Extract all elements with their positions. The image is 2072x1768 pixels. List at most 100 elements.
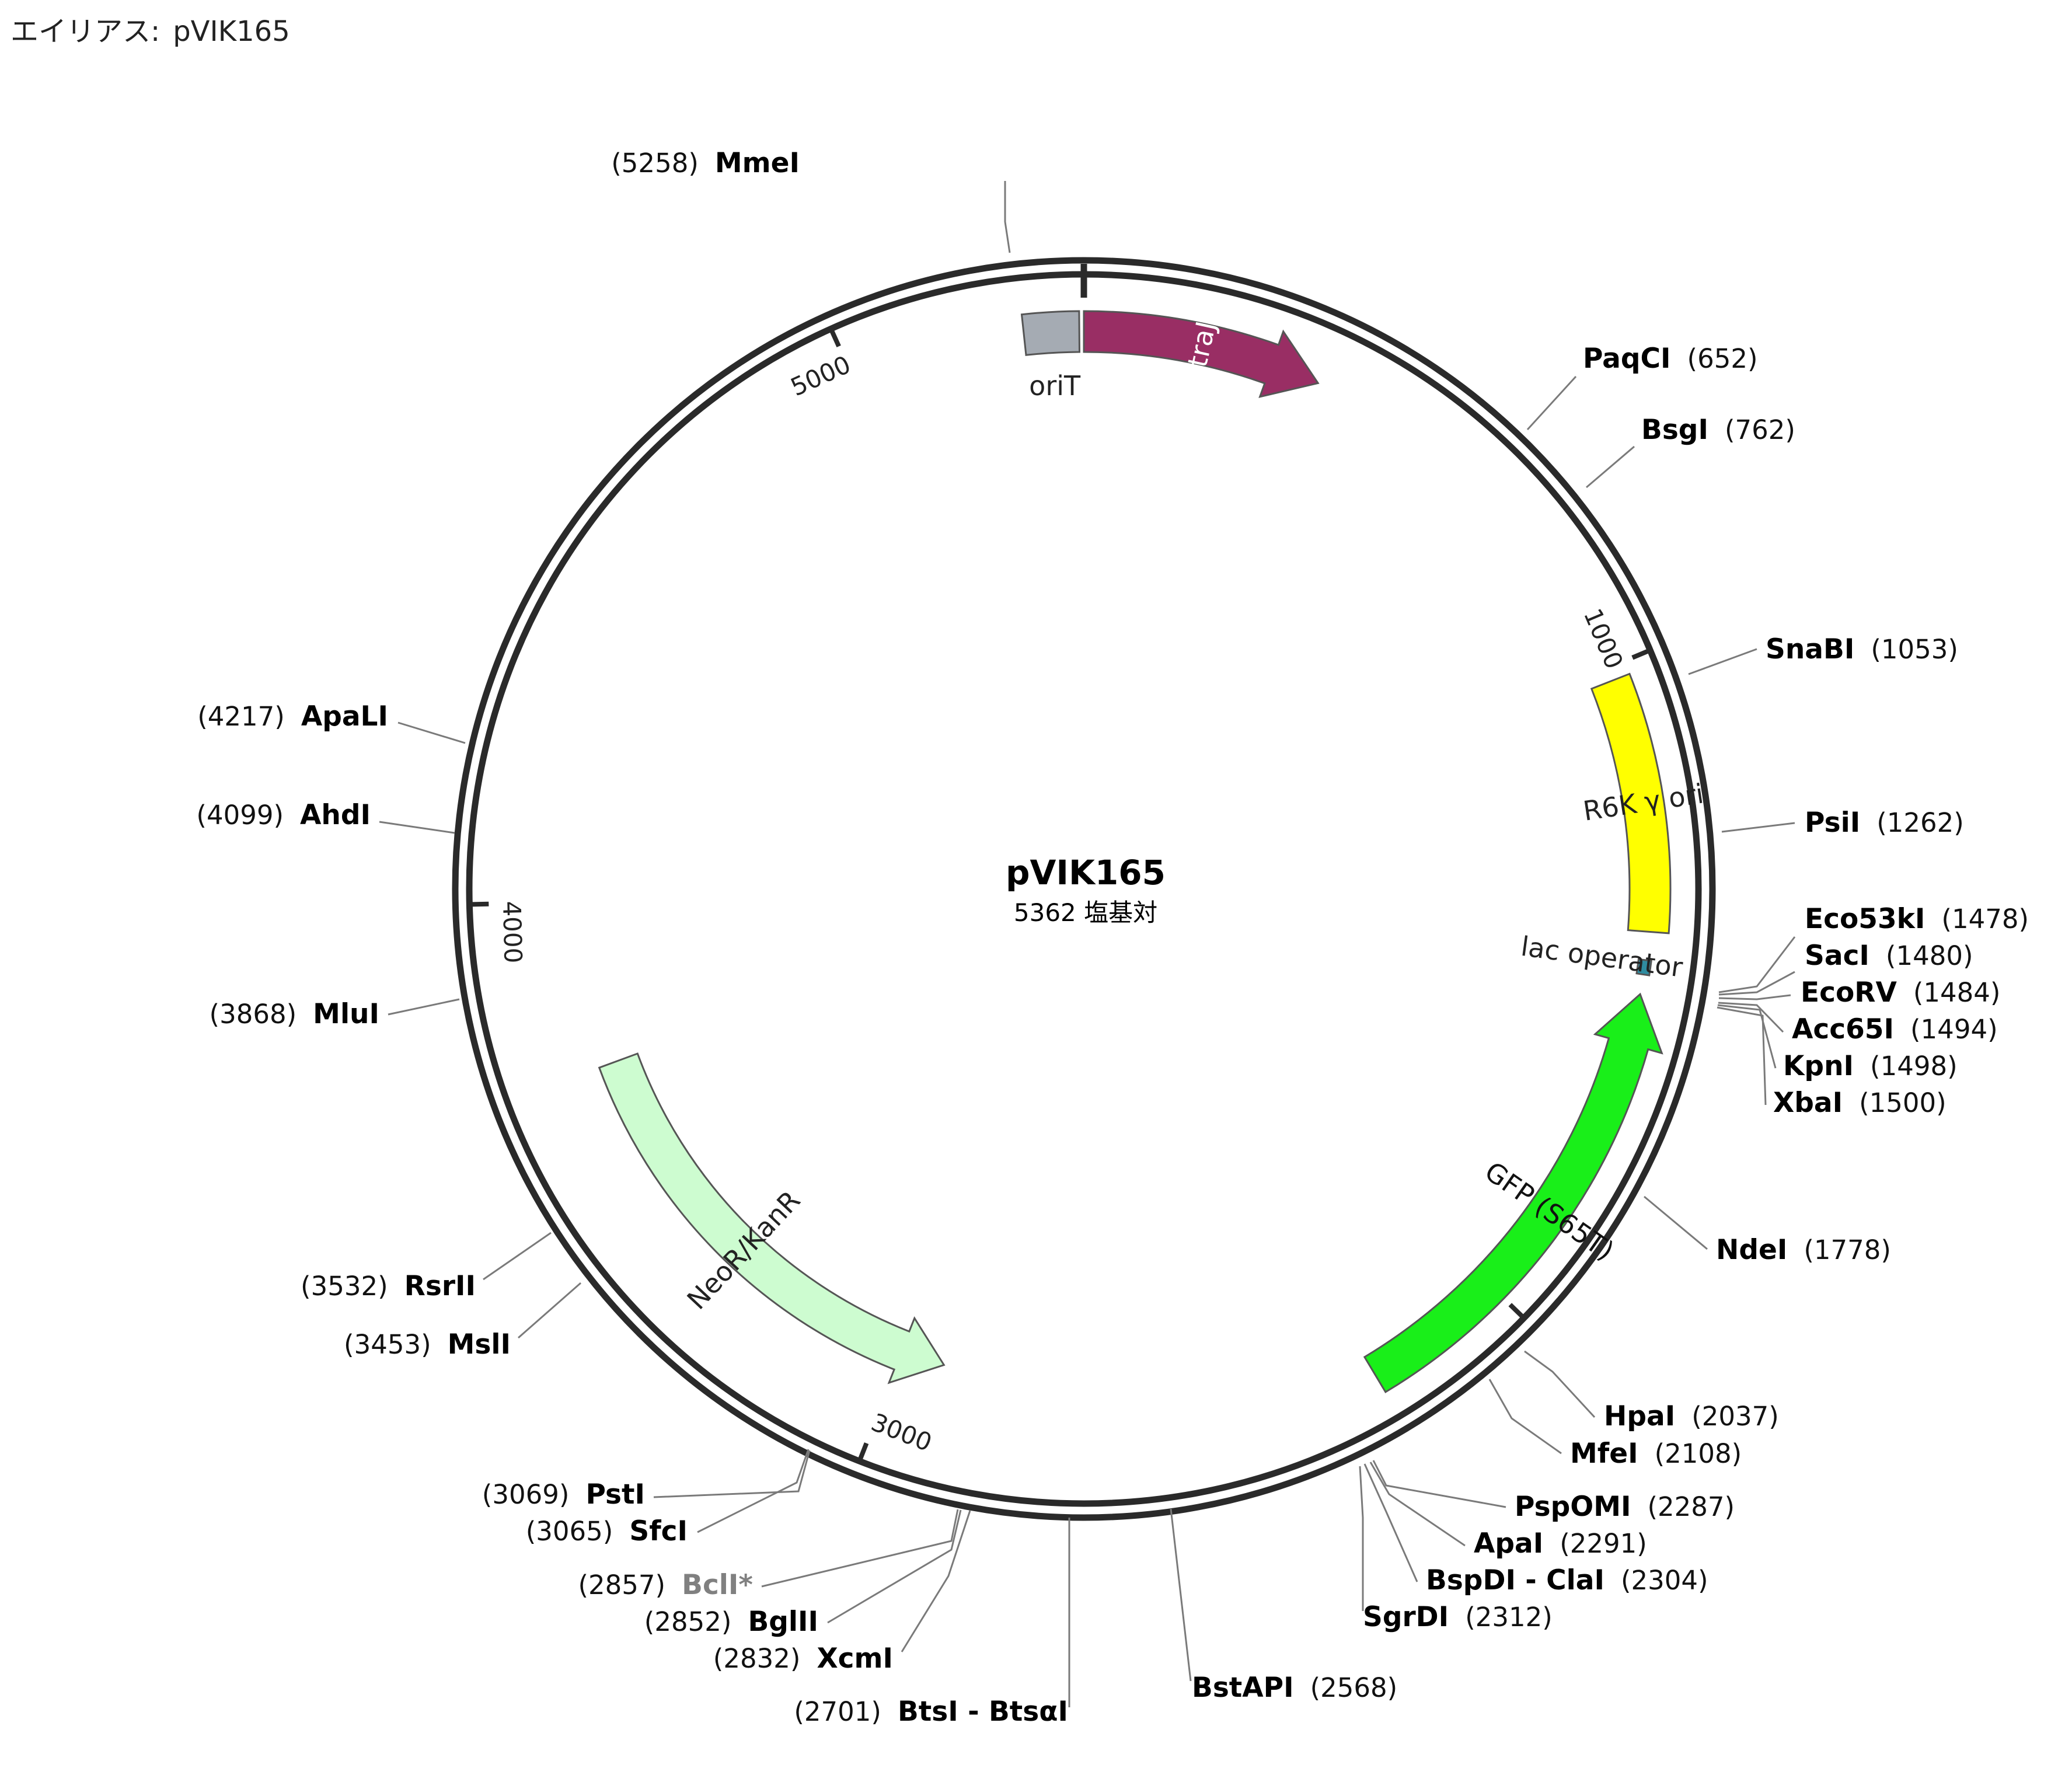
enzyme-position: (2312) [1465, 1602, 1553, 1633]
enzyme-position: (3069) [482, 1479, 570, 1510]
enzyme-position: (762) [1725, 414, 1795, 445]
tick-label: 4000 [497, 901, 528, 964]
enzyme-name: BspDI - ClaI [1426, 1564, 1604, 1596]
enzyme-position: (3453) [344, 1329, 431, 1360]
leader-line-sgrdi [1359, 1466, 1364, 1611]
enzyme-name: SfcI [629, 1515, 688, 1547]
leader-line-kpni [1717, 1004, 1777, 1069]
feature-neor-kanr [598, 1052, 946, 1385]
leader-line-acc65i [1718, 1002, 1784, 1033]
enzyme-site-bsgi: BsgI (762) [1641, 414, 1795, 446]
enzyme-name: SnaBI [1766, 633, 1854, 665]
enzyme-name: Eco53kI [1805, 903, 1925, 935]
leader-line-saci [1718, 971, 1795, 996]
enzyme-name: BsgI [1641, 414, 1708, 446]
enzyme-name: SacI [1805, 940, 1869, 972]
enzyme-position: (1778) [1804, 1235, 1891, 1265]
enzyme-name: XbaI [1773, 1087, 1843, 1119]
enzyme-position: (1494) [1910, 1014, 1998, 1045]
enzyme-site-bglii: (2852)BglII [644, 1606, 818, 1638]
enzyme-site-bstapi: BstAPI(2568) [1192, 1672, 1397, 1704]
leader-line-msli [518, 1282, 581, 1339]
feature-label-lac-operator: lac operator [1519, 930, 1685, 984]
enzyme-name: Acc65I [1792, 1013, 1894, 1045]
enzyme-site-btsi-bts-i: (2701)BtsI - BtsαI [794, 1696, 1068, 1728]
leader-line-rsrii [483, 1232, 552, 1281]
enzyme-site-rsrii: (3532)RsrII [301, 1270, 476, 1302]
tick-mark [1508, 1303, 1526, 1320]
enzyme-site-ahdi: (4099) AhdI [196, 799, 371, 831]
leader-line-apali [397, 721, 466, 744]
enzyme-site-psii: PsiI(1262) [1805, 807, 1964, 839]
enzyme-position: (1478) [1941, 904, 2029, 934]
enzyme-name: MfeI [1570, 1438, 1638, 1470]
leader-line-bcli [761, 1509, 959, 1588]
enzyme-position: (3532) [301, 1271, 388, 1302]
leader-line-xcmi [901, 1510, 971, 1652]
enzyme-position: (2857) [578, 1570, 665, 1600]
enzyme-site-acc65i: Acc65I (1494) [1792, 1013, 1998, 1045]
enzyme-site-paqci: PaqCI(652) [1583, 343, 1758, 375]
leader-line-sfci [697, 1449, 810, 1533]
enzyme-name: AhdI [300, 799, 371, 831]
enzyme-position: (2304) [1621, 1565, 1708, 1596]
enzyme-position: (2037) [1691, 1401, 1779, 1432]
tick-mark [857, 1442, 869, 1462]
enzyme-position: (4099) [196, 800, 284, 831]
enzyme-name: PsiI [1805, 807, 1860, 839]
feature-orit [1020, 310, 1081, 356]
leader-line-bsgi [1586, 445, 1635, 489]
tick-label: 1000 [1578, 604, 1629, 673]
enzyme-site-pspomi: PspOMI(2287) [1515, 1491, 1735, 1523]
enzyme-name: BclI* [682, 1569, 753, 1601]
leader-line-bstapi [1170, 1508, 1192, 1682]
enzyme-site-hpai: HpaI(2037) [1604, 1400, 1779, 1432]
enzyme-name: EcoRV [1801, 977, 1897, 1009]
alias-text: エイリアス:pVIK165 [11, 15, 290, 48]
enzyme-name: MslI [448, 1328, 511, 1361]
leader-line-ecorv [1718, 994, 1791, 1000]
leader-line-pspomi [1372, 1460, 1506, 1508]
enzyme-site-apali: (4217) ApaLI [197, 700, 388, 733]
enzyme-position: (1498) [1870, 1051, 1958, 1082]
leader-line-xbai [1717, 1006, 1767, 1106]
enzyme-site-ndei: NdeI(1778) [1716, 1234, 1891, 1266]
enzyme-name: PstI [585, 1478, 645, 1511]
feature-lac-operator [1635, 958, 1652, 977]
leader-line-bglii [827, 1509, 962, 1624]
enzyme-position: (2832) [713, 1643, 801, 1674]
plasmid-size: 5362 塩基対 [1014, 898, 1157, 927]
leader-line-ahdi [379, 821, 455, 834]
enzyme-name: XcmI [817, 1643, 893, 1675]
enzyme-site-snabi: SnaBI(1053) [1766, 633, 1958, 665]
enzyme-position: (4217) [197, 701, 285, 732]
enzyme-position: (3868) [210, 999, 297, 1030]
leader-line-mmei [1004, 181, 1011, 253]
enzyme-site-kpni: KpnI(1498) [1783, 1050, 1958, 1082]
restriction-sites: (5258) MmeI PaqCI(652) BsgI (762) SnaBI(1053)… [196, 147, 2029, 1728]
enzyme-position: (5258) [611, 148, 699, 179]
enzyme-site-xbai: XbaI (1500) [1773, 1087, 1947, 1119]
enzyme-name: PaqCI [1583, 343, 1671, 375]
enzyme-site-saci: SacI(1480) [1805, 940, 1973, 972]
enzyme-name: BglII [748, 1606, 818, 1638]
feature-r6k-ori [1590, 672, 1672, 934]
enzyme-site-eco53ki: Eco53kI (1478) [1805, 903, 2029, 935]
leader-line-bspdi-clai [1363, 1463, 1418, 1582]
leader-line-paqci [1526, 375, 1577, 431]
enzyme-position: (2108) [1655, 1438, 1742, 1469]
leader-line-mlui [388, 998, 460, 1016]
enzyme-site-mmei: (5258) MmeI [611, 147, 800, 179]
enzyme-site-mlui: (3868)MluI [210, 998, 379, 1030]
enzyme-name: ApaLI [301, 700, 388, 733]
leader-line-ndei [1644, 1195, 1708, 1250]
feature-traj [1083, 310, 1320, 398]
enzyme-site-psti: (3069) PstI [482, 1478, 645, 1511]
plasmid-name: pVIK165 [1006, 853, 1166, 892]
tick-label: 3000 [867, 1408, 936, 1457]
backbone-outer-strand [452, 257, 1716, 1521]
enzyme-name: MmeI [715, 147, 800, 179]
leader-line-psti [653, 1450, 811, 1498]
enzyme-position: (1500) [1859, 1087, 1947, 1118]
